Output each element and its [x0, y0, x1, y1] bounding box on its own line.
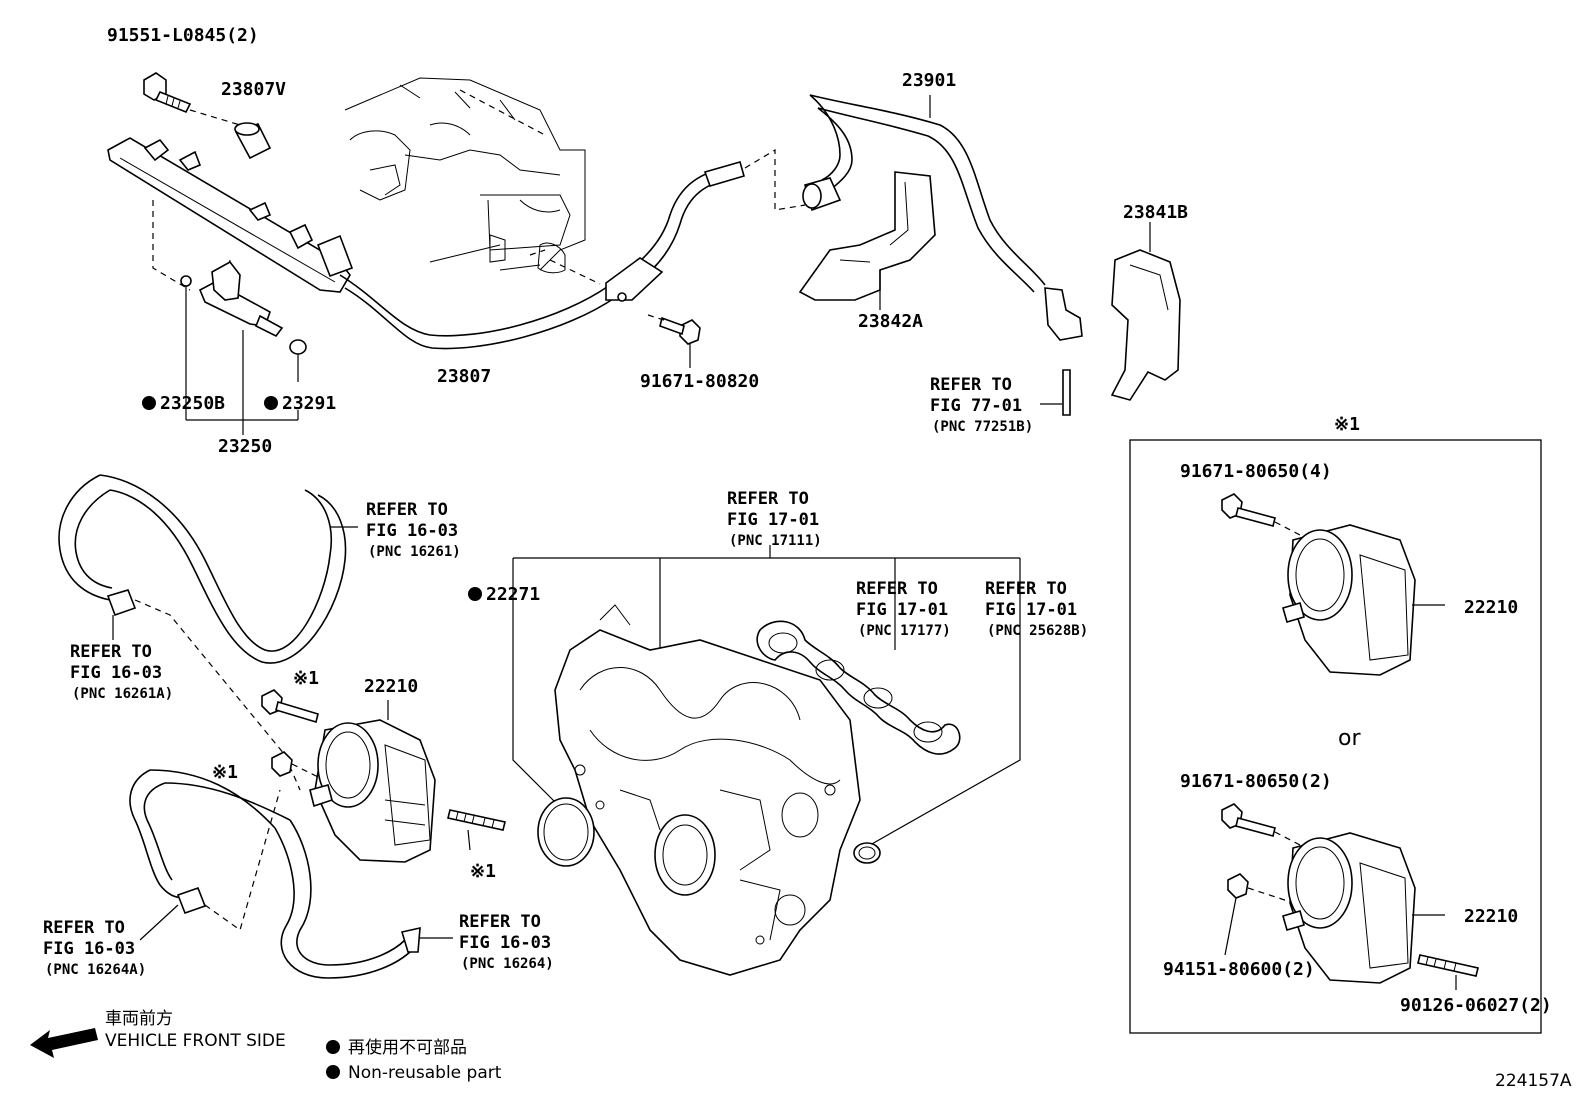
ref16264-line2: FIG 16-03 [459, 933, 551, 953]
legend-front-jp: 車両前方 [105, 1009, 173, 1029]
ref17177-line3: (PNC 17177) [858, 623, 951, 639]
legend-dot-jp [326, 1040, 340, 1054]
label-23841B: 23841B [1123, 202, 1188, 223]
ref16261A-line3: (PNC 16261A) [72, 686, 173, 702]
vehicle-front-arrow [30, 1028, 98, 1058]
throttle-bolt-left [261, 689, 319, 724]
label-91671-80820: 91671-80820 [640, 371, 759, 392]
ref17111-line1: REFER TO [727, 489, 809, 509]
legend-front-en: VEHICLE FRONT SIDE [105, 1031, 286, 1051]
ref16264A-line3: (PNC 16264A) [45, 962, 146, 978]
throttle-body-22210-opt1 [1282, 524, 1416, 676]
gasket-22271 [537, 797, 595, 867]
seal-23291 [289, 339, 307, 355]
label-23901: 23901 [902, 70, 956, 91]
mark-nut: ※1 [212, 762, 238, 783]
nonreuse-dot-23250B [142, 396, 156, 410]
sleeve-23807V [234, 122, 272, 160]
ref77-line1: REFER TO [930, 375, 1012, 395]
mark-stud: ※1 [470, 861, 496, 882]
ref77-line2: FIG 77-01 [930, 396, 1022, 416]
label-23291: 23291 [282, 393, 336, 414]
cover-23841B [1110, 249, 1181, 401]
mark-option-box: ※1 [1334, 414, 1360, 435]
or-text: or [1338, 726, 1361, 751]
bolt-91551 [143, 72, 192, 114]
bracket-23842A [798, 171, 936, 301]
label-91551: 91551-L0845(2) [107, 25, 259, 46]
mark-bolt: ※1 [293, 668, 319, 689]
label-23807: 23807 [437, 366, 491, 387]
ref25628B-line2: FIG 17-01 [985, 600, 1077, 620]
label-22210-main: 22210 [364, 676, 418, 697]
engine-block-sketch [344, 77, 586, 274]
throttle-stud-left [447, 809, 506, 831]
ref25628B-line3: (PNC 25628B) [987, 623, 1088, 639]
label-23250B: 23250B [160, 393, 225, 414]
ref77-line3: (PNC 77251B) [932, 419, 1033, 435]
label-22210-opt1: 22210 [1464, 597, 1518, 618]
option-box [1129, 439, 1542, 1034]
water-hose-lower [129, 769, 421, 979]
throttle-body-22210-main [309, 719, 436, 863]
water-hose-upper [58, 474, 347, 664]
option2-nut [1227, 873, 1249, 899]
label-94151-80600: 94151-80600(2) [1163, 959, 1315, 980]
bolt-91671-80820 [659, 316, 701, 345]
ref16264A-line1: REFER TO [43, 918, 125, 938]
ref16261-line2: FIG 16-03 [366, 521, 458, 541]
manifold-gasket [756, 620, 961, 755]
label-91671-80650-2: 91671-80650(2) [1180, 771, 1332, 792]
ref17111-line2: FIG 17-01 [727, 510, 819, 530]
ref16261-line1: REFER TO [366, 500, 448, 520]
throttle-body-22210-opt2 [1282, 832, 1416, 984]
purge-hose-23901 [802, 94, 1083, 341]
label-22271: 22271 [486, 584, 540, 605]
label-22210-opt2: 22210 [1464, 906, 1518, 927]
ref25628B-line1: REFER TO [985, 579, 1067, 599]
option2-stud [1417, 954, 1479, 977]
label-23250: 23250 [218, 436, 272, 457]
fuel-pipe-23807 [339, 161, 745, 350]
fuel-injector-23250 [180, 260, 284, 338]
small-pipe [1062, 369, 1071, 416]
legend-nonreuse-en: Non-reusable part [348, 1063, 502, 1083]
ref17111-line3: (PNC 17111) [729, 533, 822, 549]
ref17177-line2: FIG 17-01 [856, 600, 948, 620]
throttle-nut-left [271, 751, 293, 777]
ref16261-line3: (PNC 16261) [368, 544, 461, 560]
label-23842A: 23842A [858, 311, 923, 332]
nonreuse-dot-23291 [264, 396, 278, 410]
ref16264A-line2: FIG 16-03 [43, 939, 135, 959]
ref16261A-line2: FIG 16-03 [70, 663, 162, 683]
label-90126-06027: 90126-06027(2) [1400, 995, 1552, 1016]
ref16261A-line1: REFER TO [70, 642, 152, 662]
label-23807V: 23807V [221, 79, 286, 100]
ref16264-line3: (PNC 16264) [461, 956, 554, 972]
nonreuse-dot-22271 [468, 587, 482, 601]
option1-bolt [1221, 493, 1276, 527]
small-gasket-25628B [853, 842, 881, 864]
legend-dot-en [326, 1065, 340, 1079]
fuel-delivery-pipe [107, 137, 354, 293]
intake-manifold [554, 604, 861, 976]
figure-id: 224157A [1495, 1071, 1572, 1091]
legend-nonreuse-jp: 再使用不可部品 [348, 1037, 467, 1058]
ref17177-line1: REFER TO [856, 579, 938, 599]
label-91671-80650-4: 91671-80650(4) [1180, 461, 1332, 482]
option2-bolt [1221, 803, 1276, 837]
ref16264-line1: REFER TO [459, 912, 541, 932]
